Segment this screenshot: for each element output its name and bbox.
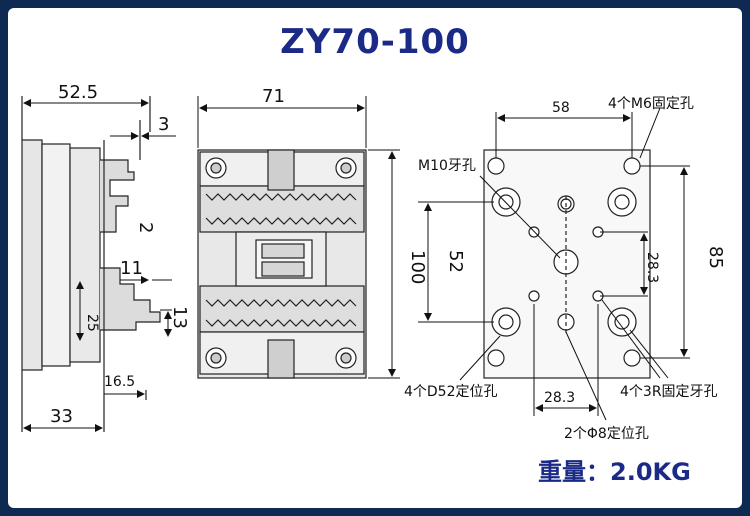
dim-2: 2 — [135, 222, 156, 233]
dim-58: 58 — [552, 100, 570, 116]
label-m10: M10牙孔 — [418, 158, 476, 174]
label-3r: 4个3R固定牙孔 — [620, 384, 718, 400]
dim-11: 11 — [120, 258, 143, 279]
label-phi8: 2个Φ8定位孔 — [564, 426, 649, 442]
side-view-dimensions — [23, 99, 176, 432]
dim-100: 100 — [407, 250, 428, 284]
dim-3: 3 — [158, 114, 169, 135]
dim-25: 25 — [84, 314, 100, 332]
dim-71: 71 — [262, 86, 285, 107]
dim-28-3-vertical: 28.3 — [644, 252, 660, 283]
bottom-view — [483, 149, 651, 379]
front-view — [197, 149, 367, 379]
label-m6: 4个M6固定孔 — [608, 96, 694, 112]
front-view-dimensions — [197, 96, 400, 379]
dim-28-3-horizontal: 28.3 — [544, 390, 575, 406]
side-view — [21, 96, 161, 432]
dim-16-5: 16.5 — [104, 374, 135, 390]
dim-52-5: 52.5 — [58, 82, 98, 103]
dim-52: 52 — [445, 250, 466, 273]
weight-label: 重量：2.0KG — [538, 458, 691, 486]
model-title: ZY70-100 — [280, 22, 470, 62]
bottom-view-dimensions — [418, 107, 690, 421]
label-d52: 4个D52定位孔 — [404, 384, 498, 400]
dim-33: 33 — [50, 406, 73, 427]
dim-85: 85 — [705, 246, 726, 269]
dim-13: 13 — [169, 306, 190, 329]
